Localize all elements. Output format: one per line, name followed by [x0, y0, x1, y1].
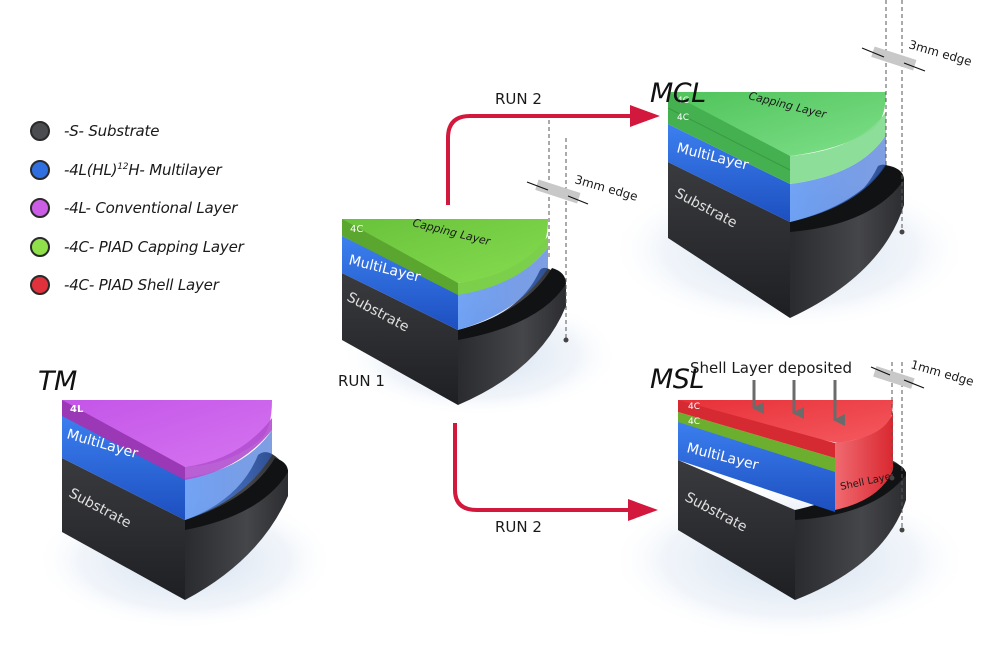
msl-edge-arrow-left [870, 366, 891, 376]
mcl-multilayer-side [790, 135, 886, 222]
mcl-edge-arrow-left [861, 47, 885, 58]
tm-substrate-rim [185, 458, 288, 530]
run1-capping-top [342, 219, 548, 283]
msl-block: 4C 4C Shell Layer MultiLayer Substrate S… [610, 357, 975, 640]
msl-shell-front-lip [678, 400, 835, 458]
run1-substrate-front [342, 273, 458, 405]
mcl-edge-label: 3mm edge [907, 37, 973, 68]
run1-substrate-rim [458, 268, 566, 340]
tm-4l-side [185, 418, 272, 480]
run1-edge-band [535, 179, 581, 204]
msl-edge-label: 1mm edge [909, 357, 975, 388]
mcl-4c-label-1: 4C [677, 96, 689, 106]
tm-multilayer-side [185, 430, 272, 520]
run1-edge-dot [563, 337, 569, 343]
msl-multilayer-front [678, 420, 835, 512]
tm-4l-top [62, 400, 272, 467]
mcl-edge-dot [899, 229, 905, 235]
run2-top-arrowhead [630, 105, 660, 127]
mcl-capping-top [668, 92, 886, 156]
msl-edge-band [873, 366, 915, 389]
tm-4l-front [62, 400, 185, 480]
run1-capping-side [458, 236, 548, 295]
msl-shell-side [835, 412, 893, 510]
mcl-block: 4C 4C Capping Layer MultiLayer Substrate… [610, 0, 973, 330]
run1-4c-label: 4C [350, 224, 363, 235]
run2-bottom-arrow [453, 423, 630, 512]
msl-substrate-front [678, 460, 795, 600]
tm-block: 4L MultiLayer Substrate [35, 400, 335, 630]
mcl-capping-side [790, 112, 886, 184]
msl-deposit-label: Shell Layer deposited [690, 359, 852, 377]
run1-multilayer-side [458, 247, 548, 330]
msl-4c-label-2: 4C [688, 417, 700, 427]
run2-top-arrow [446, 114, 632, 205]
mcl-4c-label-2: 4C [677, 113, 689, 123]
mcl-substrate-rim [790, 165, 904, 232]
msl-shell-top [678, 400, 893, 443]
msl-edge-dot [899, 527, 905, 533]
msl-edge-dot-inner [889, 475, 895, 481]
mcl-multilayer-front [668, 124, 790, 222]
msl-edge-arrow-right [903, 379, 925, 389]
run1-multilayer-front [342, 236, 458, 330]
run2-bottom-arrowhead [628, 499, 658, 521]
mcl-capping-divider [667, 107, 791, 171]
tm-multilayer-front [62, 414, 185, 520]
mcl-substrate-front [668, 162, 790, 318]
run1-block: 4C Capping Layer MultiLayer Substrate 3m… [340, 120, 639, 417]
tm-substrate-front [62, 458, 185, 600]
run1-capping-front [342, 219, 458, 295]
msl-green-front [678, 412, 835, 472]
mcl-edge-arrow-right [903, 62, 926, 72]
msl-4c-label-1: 4C [688, 402, 700, 412]
tm-4l-label: 4L [70, 404, 84, 415]
mcl-capping-front [668, 92, 790, 184]
run1-edge-arrow-right [567, 195, 589, 205]
run1-edge-label: 3mm edge [573, 172, 639, 203]
run1-edge-arrow-left [526, 181, 549, 191]
mcl-edge-band [871, 46, 917, 71]
